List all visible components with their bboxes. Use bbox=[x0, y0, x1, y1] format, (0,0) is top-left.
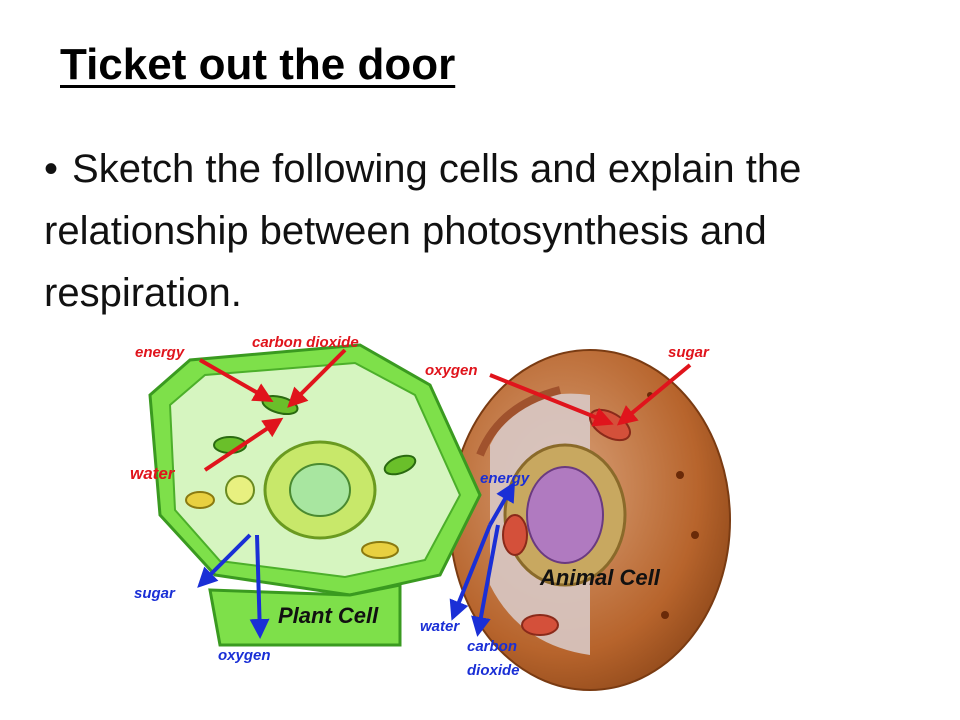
animal-input-arrows bbox=[489, 363, 692, 427]
cell-diagram: Animal Cell Plant Cell energy car bbox=[130, 334, 731, 691]
bullet-text-block: •Sketch the following cells and explain … bbox=[44, 138, 904, 324]
label-animal-oxygen: oxygen bbox=[425, 362, 478, 379]
bullet-symbol: • bbox=[44, 147, 59, 191]
animal-cell-label: Animal Cell bbox=[539, 565, 661, 590]
label-plant-oxygen: oxygen bbox=[218, 647, 271, 664]
plant-cell-label: Plant Cell bbox=[278, 603, 379, 628]
plant-output-arrows bbox=[197, 533, 270, 639]
label-animal-dioxide: dioxide bbox=[467, 662, 520, 679]
label-plant-energy: energy bbox=[135, 344, 185, 361]
label-plant-carbon-dioxide: carbon dioxide bbox=[252, 334, 359, 351]
label-animal-carbon: carbon bbox=[467, 638, 517, 655]
bullet-text: Sketch the following cells and explain t… bbox=[44, 147, 802, 315]
plant-cell: Plant Cell bbox=[148, 343, 482, 647]
slide-title: Ticket out the door bbox=[60, 40, 456, 89]
label-plant-water: water bbox=[130, 464, 176, 483]
label-animal-energy: energy bbox=[480, 470, 530, 487]
label-animal-water: water bbox=[420, 618, 460, 635]
label-animal-sugar: sugar bbox=[668, 344, 710, 361]
plant-input-arrows bbox=[199, 348, 347, 472]
label-plant-sugar: sugar bbox=[134, 585, 176, 602]
animal-output-arrows bbox=[449, 481, 515, 637]
